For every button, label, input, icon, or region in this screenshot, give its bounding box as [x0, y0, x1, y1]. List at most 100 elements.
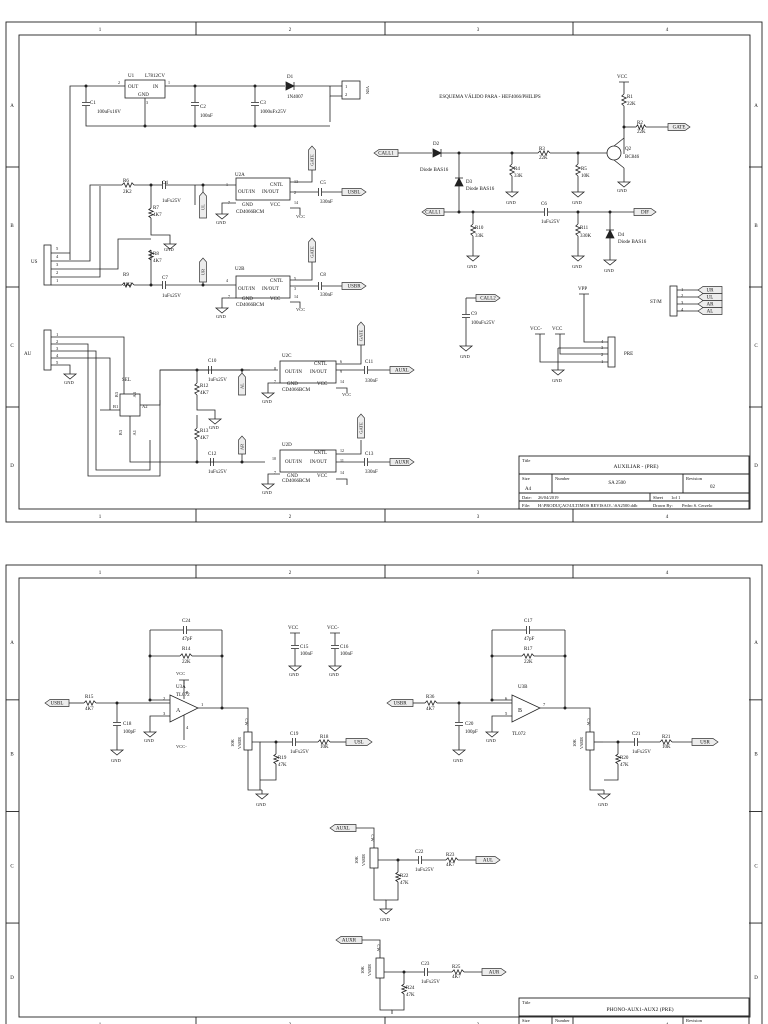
- part-d4: Diode BAS16: [618, 240, 647, 245]
- ref-r1: R1: [627, 95, 633, 100]
- junction-dot: [195, 368, 199, 372]
- capacitor-symbol: [191, 102, 199, 106]
- net-flag-label: AUXL: [395, 369, 409, 374]
- grid-col-label: 4: [666, 571, 669, 576]
- ref-c21: C21: [632, 732, 641, 737]
- resistor-symbol: [508, 163, 516, 177]
- ref-r20: R20: [620, 756, 629, 761]
- capacitor-symbol: [526, 626, 530, 634]
- ref-c3: C3: [260, 101, 266, 106]
- net-flag-vertical: [357, 321, 365, 346]
- pot-left: [243, 731, 253, 751]
- ref-c16: C16: [340, 645, 349, 650]
- pin-label: IN/OUT: [262, 190, 279, 195]
- net-flag-vertical: [199, 191, 207, 219]
- tb-label: Title: [522, 458, 530, 463]
- val-r6: 2K2: [123, 190, 132, 195]
- junction-dot: [576, 210, 580, 214]
- net-flag-label: USBL: [51, 702, 64, 707]
- ref-c8: C8: [320, 273, 326, 278]
- pin-num: 3: [56, 346, 59, 351]
- tb-label: Revision: [686, 1018, 703, 1023]
- ref-c10: C10: [208, 359, 217, 364]
- pin-num: 1: [168, 80, 170, 85]
- connector-pre: [607, 336, 616, 368]
- wire: [267, 473, 280, 480]
- tb-value: H:\PRODUÇAO\ULTIMOS REVISAO\..\SA2500.dd…: [538, 503, 638, 508]
- pin-label: IN/OUT: [310, 460, 327, 465]
- capacitor-symbol: [162, 281, 166, 289]
- val-r9: 2K2: [123, 283, 132, 288]
- grid-row-label: A: [754, 104, 758, 109]
- val-c20: 100pF: [465, 730, 478, 735]
- part-d3: Diode BAS16: [466, 187, 495, 192]
- pin-label: VCC: [270, 203, 281, 208]
- ref-r11: R11: [580, 226, 589, 231]
- capacitor-symbol: [318, 188, 322, 196]
- resistor-symbol: [445, 856, 459, 864]
- net-flag: [389, 458, 415, 466]
- ground-symbol: [570, 188, 586, 198]
- pin-label: A2: [142, 404, 148, 409]
- net-flag-vertical: [238, 372, 246, 396]
- wire: [379, 978, 392, 1011]
- pin-label: GND: [287, 474, 298, 479]
- val-c12: 1uFx25V: [208, 470, 227, 475]
- ground-symbol: [616, 178, 632, 188]
- pot-sub: VARIR: [237, 737, 242, 749]
- pin-num: 14: [340, 470, 344, 475]
- ground-symbol: [214, 304, 230, 314]
- pin-num: 3: [294, 286, 296, 291]
- pin-num: 3: [601, 345, 604, 350]
- schematic-note: ESQUEMA VÁLIDO PARA - HEF4066/PHILIPS: [439, 94, 541, 100]
- capacitor-symbol: [291, 645, 299, 649]
- tb-label: Size: [522, 1018, 530, 1023]
- junction-dot: [193, 84, 197, 88]
- resistor-symbol: [574, 223, 582, 237]
- junction-dot: [576, 151, 580, 155]
- ground-symbol: [287, 662, 303, 672]
- ref-u2c: U2C: [282, 354, 292, 359]
- wire: [290, 262, 313, 281]
- pin-label: IN: [153, 85, 159, 90]
- grid-row-label: B: [754, 224, 758, 229]
- pin-num: 4: [186, 725, 189, 730]
- power-rail-symbol: [619, 81, 629, 86]
- junction-dot: [471, 210, 475, 214]
- wire: [336, 478, 348, 485]
- ref-c22: C22: [415, 850, 424, 855]
- resistor-symbol: [121, 181, 135, 189]
- pin-num: 4: [226, 278, 228, 283]
- net-flag-label: USBL: [348, 191, 361, 196]
- resistor-symbol: [537, 149, 551, 157]
- ground-symbol: [484, 728, 500, 738]
- capacitor-symbol: [634, 738, 638, 746]
- net-flag: [697, 307, 723, 315]
- vpp-label: VPP: [578, 287, 587, 292]
- wire: [613, 159, 625, 169]
- ref-d3: D3: [466, 180, 473, 185]
- junction-dot: [84, 84, 88, 88]
- gnd-label: GND: [460, 354, 470, 359]
- pin-label: GND: [242, 297, 253, 302]
- sheet-phono-aux-pre: 11223344AABBCCDDC2447pFR1422KUSBLR154K7C…: [5, 564, 763, 1024]
- val-c10: 1uFx25V: [208, 378, 227, 383]
- ref-c5: C5: [320, 181, 326, 186]
- connector-au: [43, 329, 52, 371]
- power-rail-symbol: [330, 632, 340, 637]
- connector-vin: [341, 80, 361, 100]
- tb-value: 02: [710, 485, 716, 490]
- ground-symbol: [570, 252, 586, 262]
- pin-label: GND: [287, 382, 298, 387]
- gnd-label: GND: [289, 672, 299, 677]
- power-rail-symbol: [555, 333, 565, 338]
- capacitor-symbol: [113, 722, 121, 726]
- pin-label: VCC: [317, 382, 328, 387]
- val-c18: 100pF: [123, 730, 136, 735]
- ref-r3: R3: [539, 147, 545, 152]
- val-r4: 33K: [514, 174, 523, 179]
- resistor-symbol: [193, 427, 201, 441]
- wire: [491, 715, 512, 728]
- junction-dot: [457, 210, 461, 214]
- ref-r14: R14: [182, 647, 191, 652]
